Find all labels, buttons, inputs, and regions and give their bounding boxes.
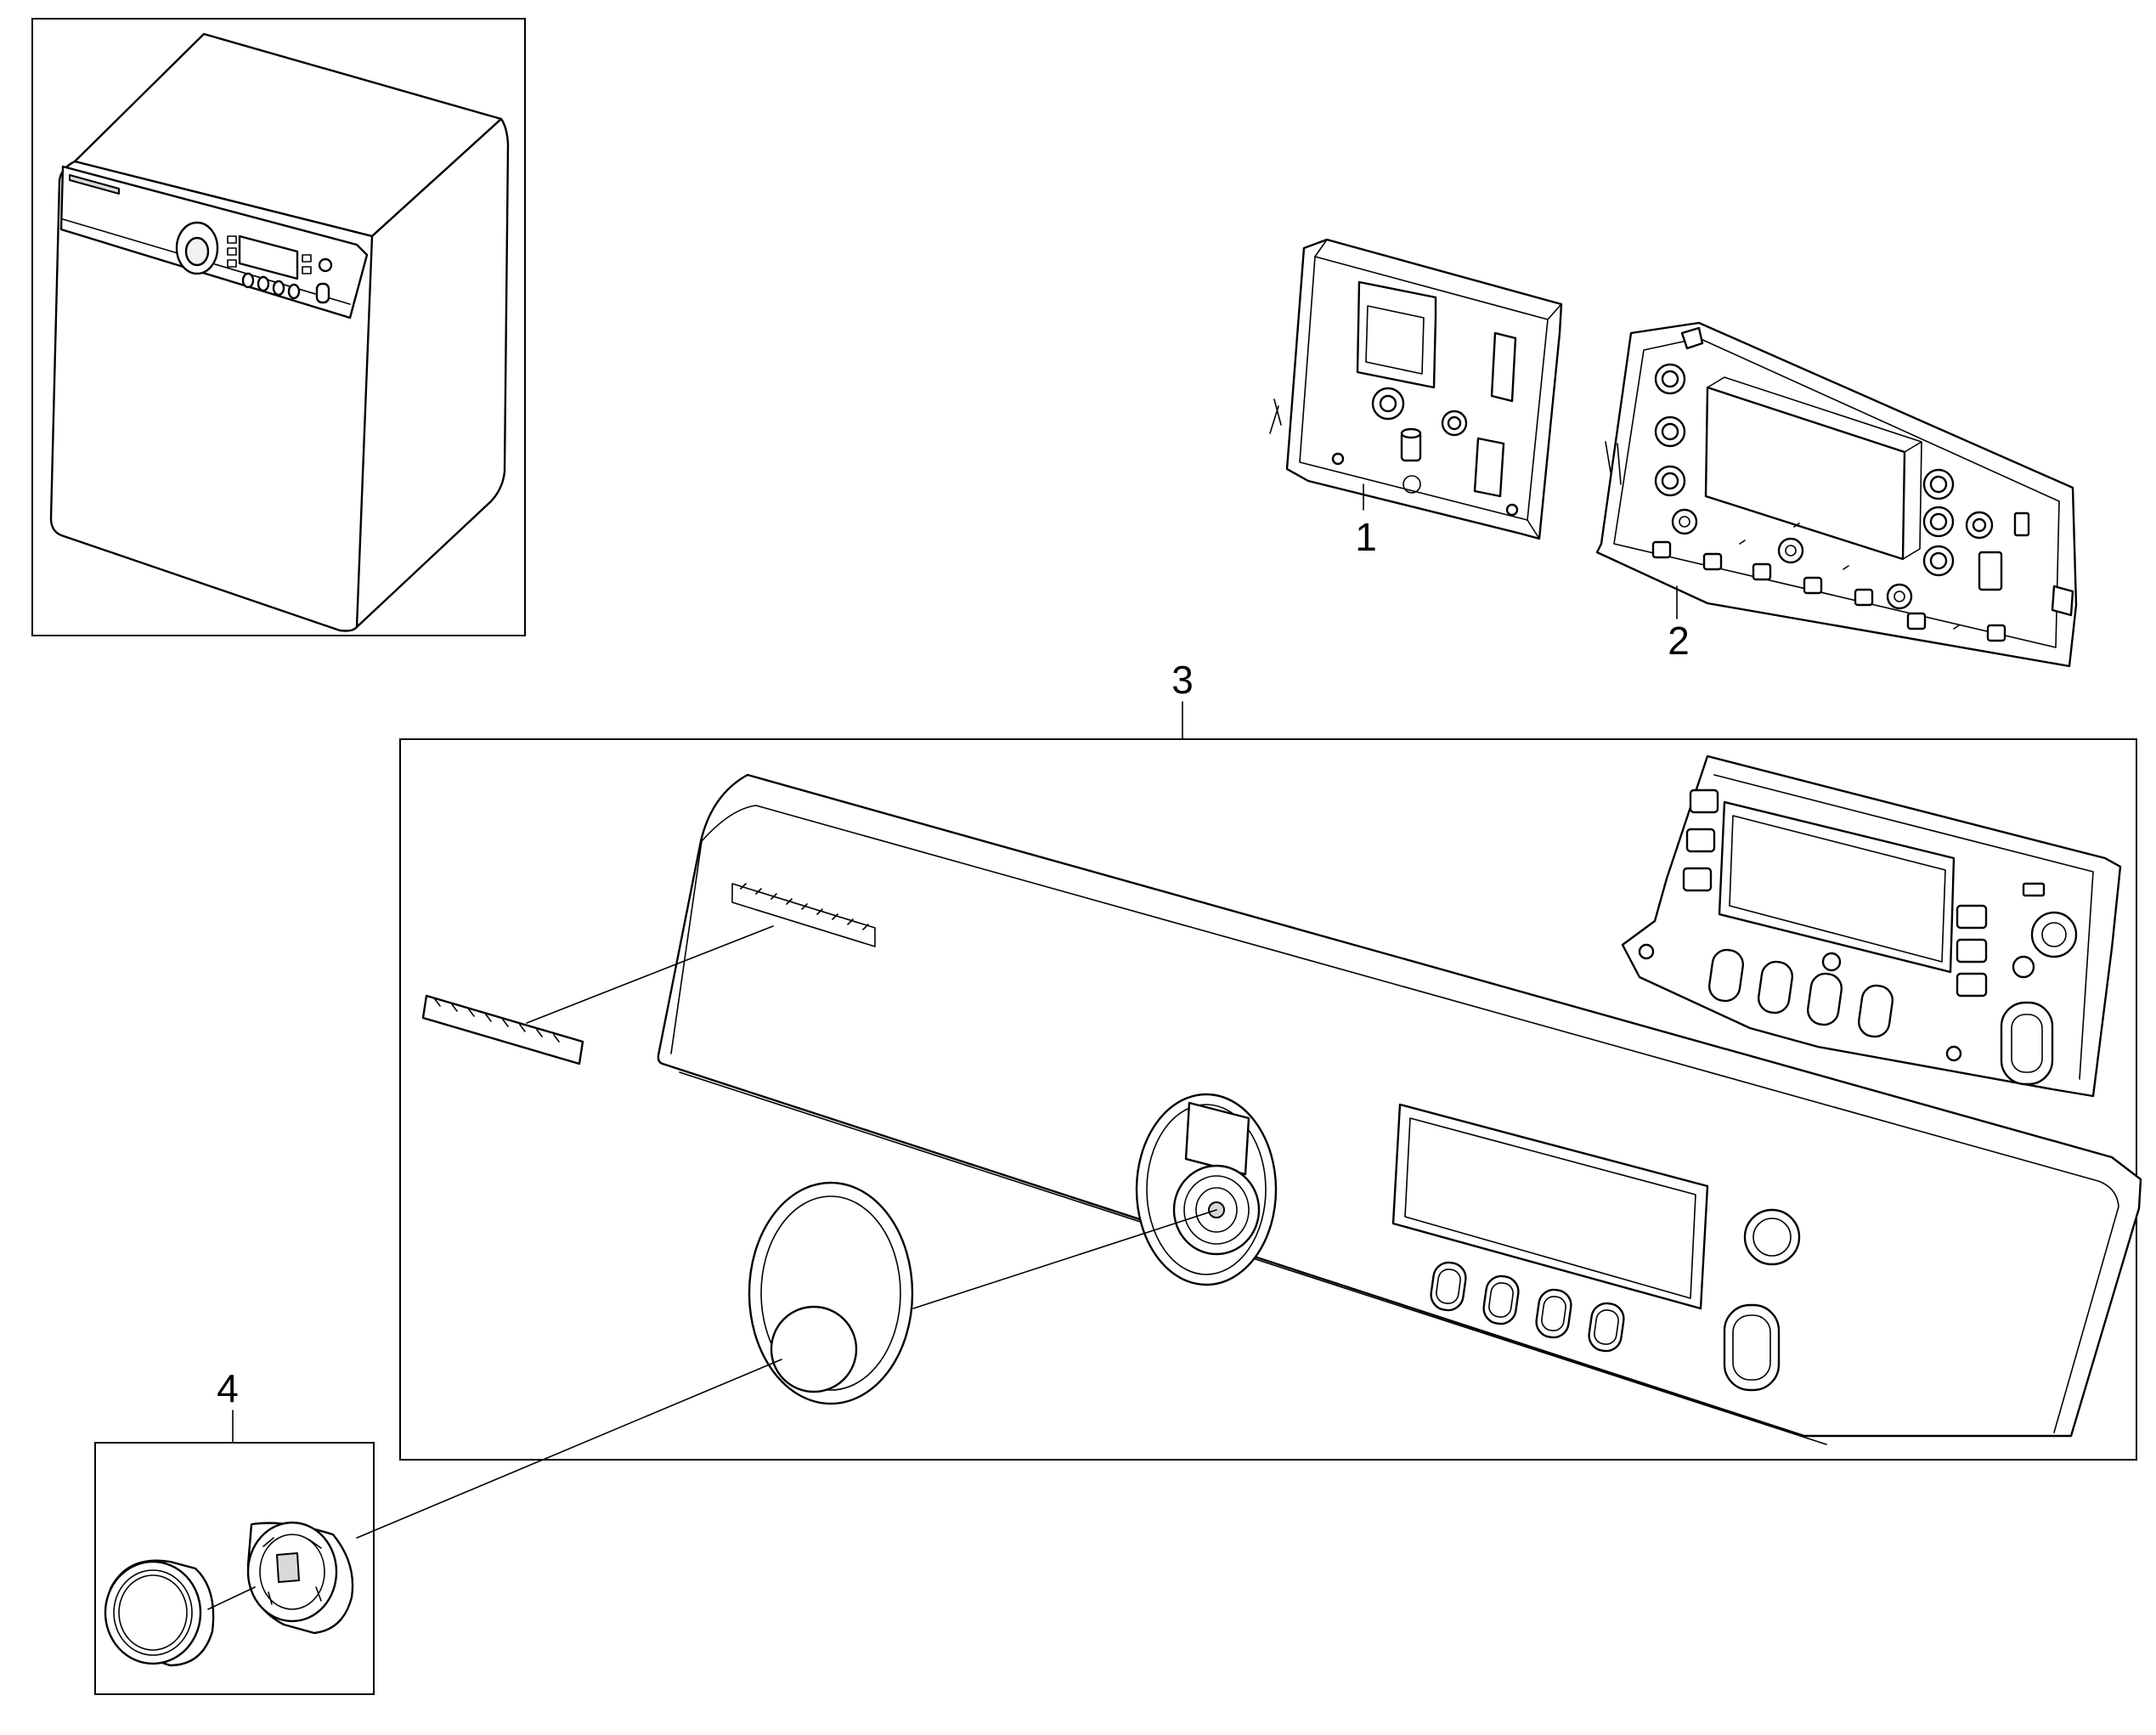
panel-display-window bbox=[1391, 1103, 1709, 1310]
pcb2-right-switches bbox=[1922, 468, 1955, 577]
decal-leader-line bbox=[526, 925, 774, 1024]
panel-pcb-power-switch bbox=[2030, 911, 2078, 958]
pcb1-connector-b bbox=[1473, 437, 1505, 498]
panel-dial-window bbox=[1184, 1101, 1250, 1176]
pcb1-connector-a bbox=[1490, 331, 1517, 403]
panel-start-button bbox=[1723, 1303, 1781, 1392]
dial-ring-opening bbox=[770, 1305, 858, 1393]
pcb2-relay bbox=[1978, 551, 2003, 591]
callouts: 1 2 3 4 bbox=[217, 483, 1690, 1444]
knob-assembly-frame bbox=[94, 1442, 375, 1695]
panel-assembly-frame bbox=[399, 738, 2137, 1461]
callout-3-label: 3 bbox=[1171, 658, 1194, 702]
panel-pcb-start-switch bbox=[2000, 1001, 2054, 1086]
part-1-display-pcb bbox=[1269, 238, 1563, 540]
washer-display-window bbox=[238, 235, 299, 280]
washer-logo-badge bbox=[69, 174, 120, 195]
panel-pcb-display bbox=[1718, 800, 1956, 974]
part-3-control-panel bbox=[421, 754, 2142, 1445]
overview-frame bbox=[31, 18, 526, 636]
part-2-main-pcb bbox=[1595, 321, 2078, 668]
dial-ring-leader-line bbox=[912, 1209, 1217, 1309]
callout-2-label: 2 bbox=[1668, 619, 1690, 663]
panel-button-row bbox=[1430, 1261, 1625, 1353]
callout-1-label: 1 bbox=[1355, 515, 1377, 559]
pcb1-lcd-block bbox=[1356, 280, 1437, 389]
panel-logo-recess bbox=[731, 883, 876, 947]
knob-leader-line bbox=[356, 1359, 782, 1539]
washer-dial-knob bbox=[184, 236, 210, 267]
callout-4-label: 4 bbox=[217, 1366, 239, 1410]
appliance-overview bbox=[31, 18, 526, 636]
pcb2-left-switches bbox=[1654, 363, 1686, 497]
panel-pcb-subassembly bbox=[1621, 754, 2122, 1098]
brand-decal bbox=[421, 994, 584, 1065]
pcb2-bottom-components bbox=[1651, 508, 2006, 642]
knob-inner-leader-line bbox=[207, 1586, 256, 1610]
part-4-knob-assembly bbox=[104, 1359, 782, 1667]
